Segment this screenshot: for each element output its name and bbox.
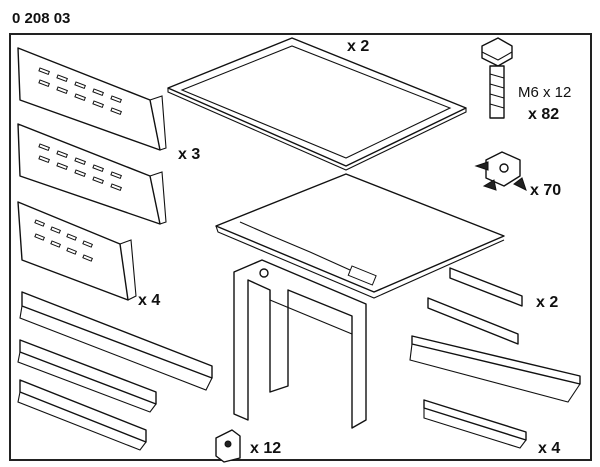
- product-reference: 0 208 03: [12, 10, 71, 27]
- side-panel-qty: x 3: [178, 146, 201, 163]
- screw-icon: [481, 37, 513, 119]
- base-plate-icon: [215, 173, 505, 299]
- cover-panel-icon: [167, 37, 467, 171]
- cover-panel-qty: x 2: [347, 38, 370, 55]
- mid-panel-qty: x 4: [138, 292, 161, 309]
- long-bracket-qty: x 4: [538, 440, 561, 457]
- frame-icon: [233, 259, 367, 429]
- parts-frame: [9, 33, 592, 461]
- long-bracket-icon: [423, 399, 527, 449]
- small-bracket-qty: x 12: [250, 440, 282, 457]
- long-bracket-icon: [409, 335, 581, 403]
- mid-panel-icon: [17, 201, 137, 301]
- side-panel-icon: [17, 123, 167, 225]
- small-bracket-icon: [215, 429, 241, 463]
- screw-qty: x 82: [528, 106, 560, 123]
- cage-nut-icon: [474, 151, 527, 191]
- long-rail-icon: [17, 339, 157, 413]
- long-rail-icon: [17, 379, 147, 451]
- screw-spec: M6 x 12: [518, 84, 572, 101]
- long-rail-icon: [19, 291, 213, 391]
- side-panel-icon: [17, 47, 167, 151]
- right-rail-icon: [427, 267, 523, 345]
- rail-qty: x 2: [536, 294, 559, 311]
- nut-qty: x 70: [530, 182, 562, 199]
